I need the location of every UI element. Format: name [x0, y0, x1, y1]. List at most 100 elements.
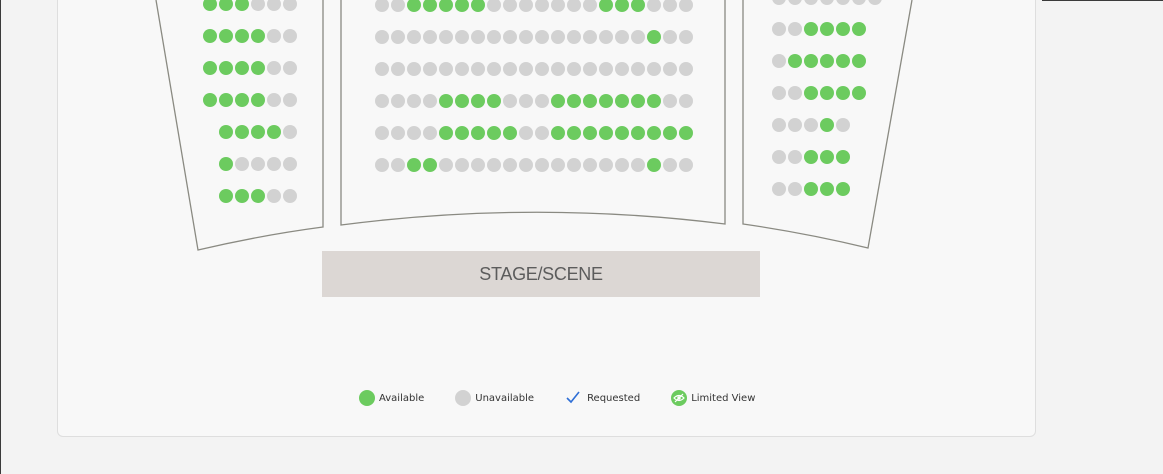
- right-seat-r7-s5-available[interactable]: [836, 182, 850, 196]
- center-seat-r5-s5-available[interactable]: [439, 126, 453, 140]
- center-seat-r4-s14-available[interactable]: [583, 94, 597, 108]
- center-seat-r5-s16-available[interactable]: [615, 126, 629, 140]
- left-seat-r1-s3-available[interactable]: [235, 0, 249, 11]
- center-seat-r6-s18-available[interactable]: [647, 158, 661, 172]
- right-seat-r6-s3-available[interactable]: [804, 150, 818, 164]
- center-seat-r4-s5-available[interactable]: [439, 94, 453, 108]
- left-seat-r5-s1-available[interactable]: [219, 125, 233, 139]
- right-seat-r2-s3-available[interactable]: [804, 22, 818, 36]
- center-seat-r5-s12-available[interactable]: [551, 126, 565, 140]
- right-seat-r7-s3-available[interactable]: [804, 182, 818, 196]
- center-seat-r4-s15-available[interactable]: [599, 94, 613, 108]
- center-seat-r5-s13-available[interactable]: [567, 126, 581, 140]
- center-seat-r1-s15-available[interactable]: [599, 0, 613, 12]
- center-seat-r4-s13-available[interactable]: [567, 94, 581, 108]
- left-seat-r4-s1-available[interactable]: [203, 93, 217, 107]
- right-seat-r3-s3-available[interactable]: [804, 54, 818, 68]
- center-seat-r5-s17-available[interactable]: [631, 126, 645, 140]
- left-seat-r2-s1-available[interactable]: [203, 29, 217, 43]
- center-seat-r1-s4-available[interactable]: [423, 0, 437, 12]
- center-seat-r4-s8-available[interactable]: [487, 94, 501, 108]
- center-seat-r4-s18-available[interactable]: [647, 94, 661, 108]
- center-seat-r2-s16-unavailable: [615, 30, 629, 44]
- left-seat-r3-s1-available[interactable]: [203, 61, 217, 75]
- center-seat-r2-s15-unavailable: [599, 30, 613, 44]
- right-seat-r3-s5-available[interactable]: [836, 54, 850, 68]
- left-seat-r1-s2-available[interactable]: [219, 0, 233, 11]
- unavailable-dot-icon: [455, 390, 472, 406]
- center-seat-r5-s3-unavailable: [407, 126, 421, 140]
- checkmark-icon: [566, 391, 580, 404]
- left-seat-r7-s3-available[interactable]: [251, 189, 265, 203]
- window-top-edge: [1042, 0, 1163, 1]
- center-seat-r4-s16-available[interactable]: [615, 94, 629, 108]
- center-seat-r6-s10-unavailable: [519, 158, 533, 172]
- center-seat-r3-s5-unavailable: [439, 62, 453, 76]
- right-seat-r3-s2-available[interactable]: [788, 54, 802, 68]
- center-seat-r1-s16-available[interactable]: [615, 0, 629, 12]
- left-seat-r3-s2-available[interactable]: [219, 61, 233, 75]
- left-seat-r3-s3-available[interactable]: [235, 61, 249, 75]
- right-seat-r6-s4-available[interactable]: [820, 150, 834, 164]
- right-seat-r2-s5-available[interactable]: [836, 22, 850, 36]
- legend-available: Available: [359, 390, 424, 406]
- center-seat-r4-s6-available[interactable]: [455, 94, 469, 108]
- center-seat-r5-s15-available[interactable]: [599, 126, 613, 140]
- right-seat-r3-s6-available[interactable]: [852, 54, 866, 68]
- center-seat-r6-s11-unavailable: [535, 158, 549, 172]
- center-seat-r1-s6-available[interactable]: [455, 0, 469, 12]
- stage: STAGE/SCENE: [322, 251, 760, 297]
- left-seat-r2-s3-available[interactable]: [235, 29, 249, 43]
- center-seat-r5-s19-available[interactable]: [663, 126, 677, 140]
- right-seat-r1-s7-unavailable: [868, 0, 882, 5]
- right-seat-r5-s4-available[interactable]: [820, 118, 834, 132]
- center-seat-r3-s16-unavailable: [615, 62, 629, 76]
- center-seat-r1-s3-available[interactable]: [407, 0, 421, 12]
- left-seat-r2-s4-available[interactable]: [251, 29, 265, 43]
- center-seat-r6-s3-available[interactable]: [407, 158, 421, 172]
- left-seat-r7-s2-available[interactable]: [235, 189, 249, 203]
- right-seat-r3-s4-available[interactable]: [820, 54, 834, 68]
- left-seat-r4-s2-available[interactable]: [219, 93, 233, 107]
- center-seat-r4-s12-available[interactable]: [551, 94, 565, 108]
- left-seat-r5-s2-available[interactable]: [235, 125, 249, 139]
- center-seat-r5-s8-available[interactable]: [487, 126, 501, 140]
- left-seat-r2-s2-available[interactable]: [219, 29, 233, 43]
- right-seat-r4-s2-unavailable: [788, 86, 802, 100]
- center-seat-r3-s12-unavailable: [551, 62, 565, 76]
- right-seat-r4-s6-available[interactable]: [852, 86, 866, 100]
- center-seat-r2-s18-available[interactable]: [647, 30, 661, 44]
- right-seat-r7-s4-available[interactable]: [820, 182, 834, 196]
- right-seat-r2-s6-available[interactable]: [852, 22, 866, 36]
- center-seat-r5-s14-available[interactable]: [583, 126, 597, 140]
- center-seat-r4-s7-available[interactable]: [471, 94, 485, 108]
- left-seat-r4-s3-available[interactable]: [235, 93, 249, 107]
- center-seat-r1-s17-available[interactable]: [631, 0, 645, 12]
- center-seat-r5-s9-available[interactable]: [503, 126, 517, 140]
- left-seat-r5-s3-available[interactable]: [251, 125, 265, 139]
- left-seat-r1-s1-available[interactable]: [203, 0, 217, 11]
- center-seat-r5-s6-available[interactable]: [455, 126, 469, 140]
- right-seat-r6-s5-available[interactable]: [836, 150, 850, 164]
- right-seat-r4-s4-available[interactable]: [820, 86, 834, 100]
- center-seat-r3-s14-unavailable: [583, 62, 597, 76]
- left-seat-r5-s4-available[interactable]: [267, 125, 281, 139]
- center-seat-r6-s4-available[interactable]: [423, 158, 437, 172]
- center-seat-r1-s7-available[interactable]: [471, 0, 485, 12]
- center-seat-r5-s18-available[interactable]: [647, 126, 661, 140]
- right-seat-r5-s2-unavailable: [788, 118, 802, 132]
- left-seat-r3-s4-available[interactable]: [251, 61, 265, 75]
- center-seat-r5-s20-available[interactable]: [679, 126, 693, 140]
- left-seat-r6-s1-available[interactable]: [219, 157, 233, 171]
- legend-unavailable: Unavailable: [455, 390, 534, 406]
- center-seat-r1-s5-available[interactable]: [439, 0, 453, 12]
- right-seat-r4-s3-available[interactable]: [804, 86, 818, 100]
- left-seat-r4-s4-available[interactable]: [251, 93, 265, 107]
- center-seat-r5-s7-available[interactable]: [471, 126, 485, 140]
- right-seat-r2-s4-available[interactable]: [820, 22, 834, 36]
- center-seat-r6-s13-unavailable: [567, 158, 581, 172]
- center-seat-r2-s3-unavailable: [407, 30, 421, 44]
- left-seat-r7-s1-available[interactable]: [219, 189, 233, 203]
- center-seat-r4-s17-available[interactable]: [631, 94, 645, 108]
- right-seat-r4-s5-available[interactable]: [836, 86, 850, 100]
